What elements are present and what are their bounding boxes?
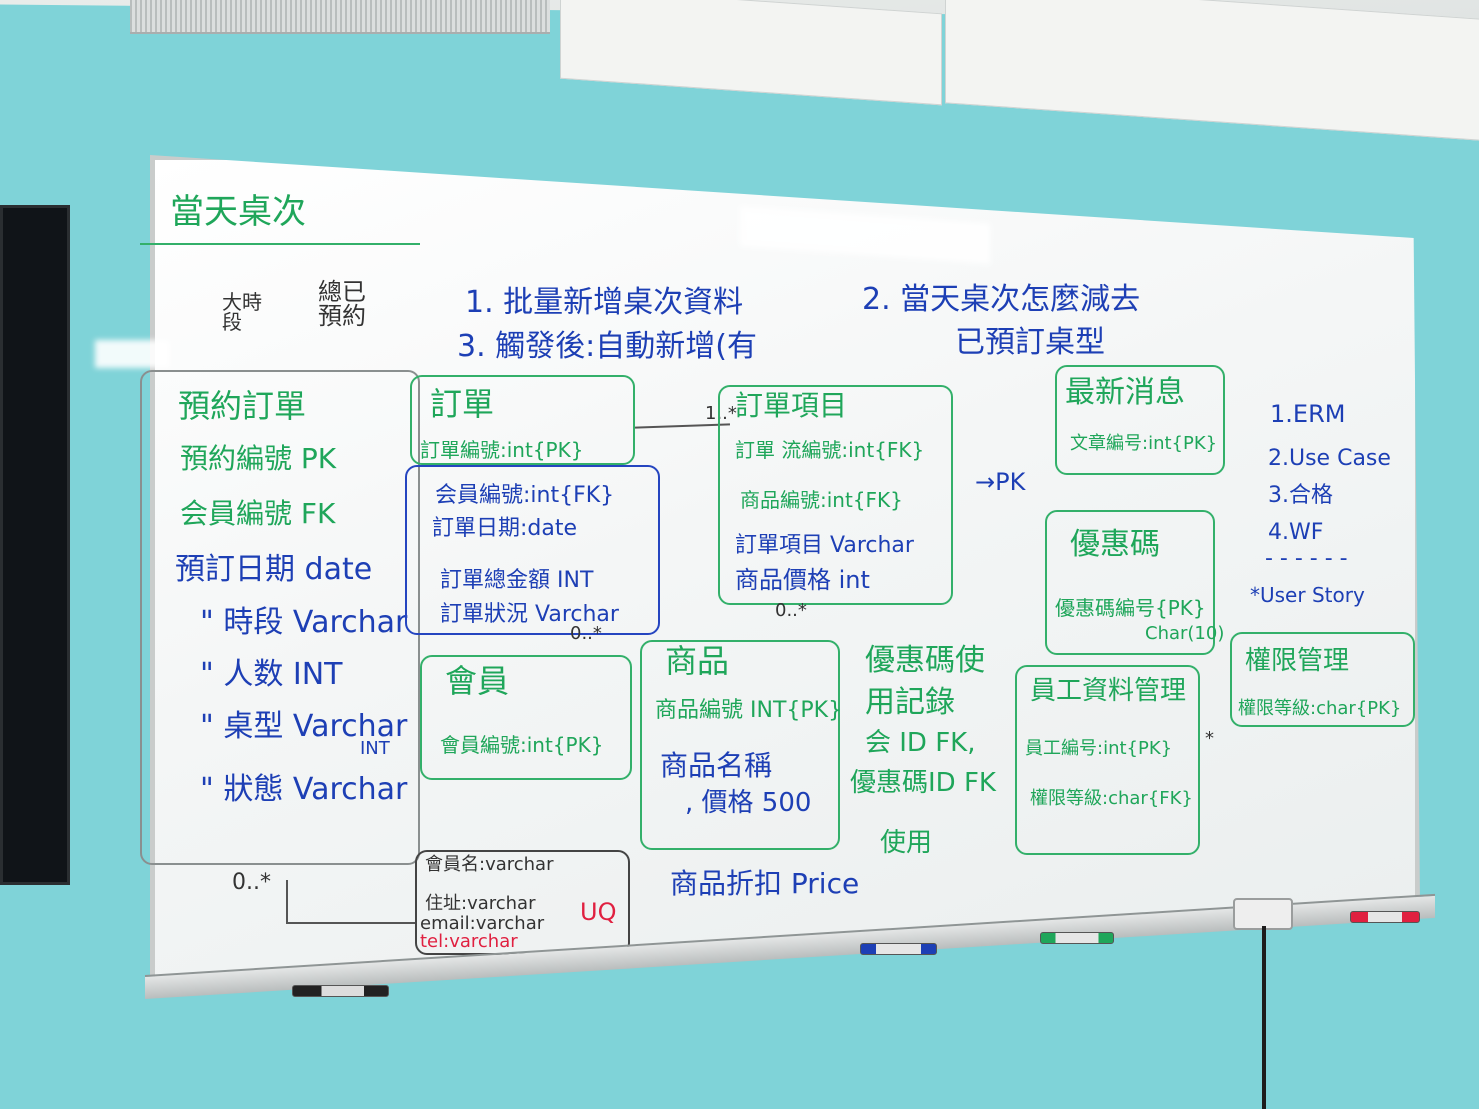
note-batch-add: 1. 批量新增桌次資料 <box>465 285 744 320</box>
ceiling-vent <box>130 0 550 34</box>
member-pk: 會員編號:int{PK} <box>440 733 604 757</box>
coupon-usage-field: 会 ID FK, <box>865 728 976 758</box>
coupon-usage-field: 使用 <box>880 828 933 858</box>
employee-title: 員工資料管理 <box>1030 676 1187 706</box>
coupon-pk: 優惠碼編号{PK} <box>1055 596 1206 620</box>
order-item-title: 訂單項目 <box>735 389 848 422</box>
order-item-field: 商品編號:int{FK} <box>740 488 903 512</box>
order-title: 訂單 <box>430 385 495 423</box>
reservation-title: 預約訂單 <box>178 387 307 425</box>
order-fields-box <box>405 465 660 635</box>
reservation-field: " 桌型 Varchar <box>200 709 408 744</box>
relation-line <box>286 922 416 924</box>
order-field: 訂單狀況 Varchar <box>440 602 619 627</box>
product-field: 商品編號 INT{PK} <box>655 698 843 723</box>
reservation-field: " 時段 Varchar <box>200 605 408 640</box>
todo-item: 2.Use Case <box>1268 446 1391 471</box>
member-entity-box <box>420 655 632 780</box>
marker-black <box>292 985 389 997</box>
member-field: tel:varchar <box>420 931 518 952</box>
order-field: 訂單總金額 INT <box>440 568 594 593</box>
reservation-field: 預約編號 PK <box>180 442 337 475</box>
order-item-field: 商品價格 int <box>735 566 870 594</box>
product-entity-box <box>640 640 840 850</box>
order-member-multiplicity: 0..* <box>570 623 602 644</box>
permission-pk: 權限等級:char{PK} <box>1238 698 1402 719</box>
coupon-entity-box <box>1045 510 1215 655</box>
product-field: , 價格 500 <box>685 788 812 818</box>
coupon-type: Char(10) <box>1145 623 1225 644</box>
product-discount-note: 商品折扣 Price <box>670 867 860 900</box>
order-item-field: 訂單項目 Varchar <box>735 533 914 558</box>
permission-entity-box <box>1230 632 1415 727</box>
reservation-field: " 人数 INT <box>200 657 343 692</box>
permission-title: 權限管理 <box>1245 646 1350 676</box>
todo-divider: - - - - - - <box>1265 546 1348 571</box>
news-title: 最新消息 <box>1065 375 1185 410</box>
order-item-field: 訂單 流編號:int{FK} <box>735 438 925 462</box>
relation-line <box>286 880 288 924</box>
employee-multiplicity: * <box>1205 728 1214 749</box>
news-entity-box <box>1055 365 1225 475</box>
coupon-title: 優惠碼 <box>1070 527 1160 562</box>
member-unique: UQ <box>580 898 617 926</box>
todo-user-story: *User Story <box>1250 583 1365 607</box>
note-booked-type: 已預訂桌型 <box>955 325 1105 360</box>
member-field: email:varchar <box>420 913 545 934</box>
note-trigger: 3. 觸發後:自動新增(有 <box>457 329 757 364</box>
order-item-multiplicity: 0..* <box>775 600 807 621</box>
header-underline <box>140 243 420 245</box>
marker-blue <box>860 943 937 955</box>
news-pk: 文章編号:int{PK} <box>1070 433 1218 454</box>
product-field: 商品名稱 <box>660 749 773 782</box>
order-pk: 訂單編號:int{PK} <box>420 438 584 462</box>
order-entity-box <box>410 375 635 465</box>
todo-item: 4.WF <box>1268 520 1324 545</box>
member-title: 會員 <box>445 662 510 700</box>
reservation-multiplicity: 0..* <box>232 870 271 895</box>
ceiling-panel <box>945 0 1479 141</box>
member-field: 會員名:varchar <box>425 854 554 875</box>
todo-item: 3.合格 <box>1268 483 1333 508</box>
employee-field: 權限等級:char{FK} <box>1030 788 1193 809</box>
employee-entity-box <box>1015 665 1200 855</box>
order-multiplicity: 1..* <box>705 403 737 424</box>
marker-green <box>1040 932 1114 944</box>
reservation-field: " 狀態 Varchar <box>200 772 408 807</box>
note-total-booked: 總已預約 <box>318 278 366 330</box>
marker-red <box>1350 911 1420 923</box>
todo-item: 1.ERM <box>1270 400 1346 428</box>
header-title: 當天桌次 <box>170 192 306 232</box>
order-item-arrow-pk: →PK <box>975 468 1026 496</box>
employee-field: 員工編号:int{PK} <box>1025 738 1173 759</box>
order-field: 訂單日期:date <box>432 516 578 541</box>
coupon-usage-title: 優惠碼使用記錄 <box>865 643 985 720</box>
reservation-field: 会員編號 FK <box>180 497 336 530</box>
order-item-entity-box <box>718 385 953 605</box>
note-time-slot: 大時段 <box>222 290 262 334</box>
product-title: 商品 <box>665 642 730 680</box>
order-field: 会員編號:int{FK} <box>435 483 615 508</box>
reservation-entity-box <box>140 370 420 865</box>
light-glare <box>95 340 170 368</box>
power-cable <box>1262 926 1266 1109</box>
reservation-extra-type: INT <box>360 738 390 759</box>
reservation-field: 預訂日期 date <box>175 552 373 587</box>
note-reduce-tables: 2. 當天桌次怎麼減去 <box>862 282 1141 317</box>
ceiling-panel <box>560 0 942 106</box>
coupon-usage-field: 優惠碼ID FK <box>850 768 996 798</box>
tv-screen <box>0 205 70 885</box>
member-field: 住址:varchar <box>425 893 536 914</box>
